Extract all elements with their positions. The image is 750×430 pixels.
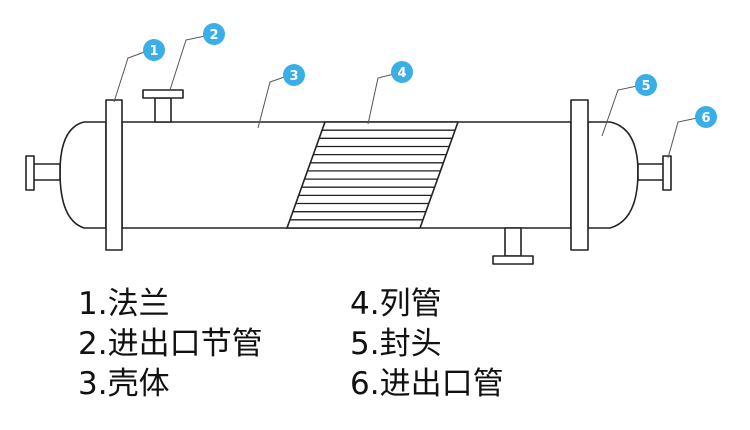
badge-circle (635, 74, 657, 96)
right-pipe (637, 163, 666, 181)
badge-number: 2 (209, 28, 218, 43)
legend-item-nozzle: 2.进出口节管 (78, 326, 263, 362)
badge-circle (391, 61, 413, 83)
tube-lines (289, 129, 456, 221)
badge-3: 3 (283, 64, 305, 86)
leader-1 (113, 49, 151, 103)
tube-bundle (286, 121, 459, 229)
badge-2: 2 (203, 23, 225, 45)
top-nozzle-flange (142, 89, 184, 99)
badge-circle (143, 39, 165, 61)
legend-item-head: 5.封头 (350, 326, 442, 362)
leader-3 (257, 74, 291, 129)
left-pipe-flange (25, 155, 35, 191)
legend-left: 1.法兰 2.进出口节管 3.壳体 (78, 284, 263, 404)
right-pipe-flange (662, 155, 672, 191)
badge-number: 5 (641, 79, 650, 94)
legend-item-tubes: 4.列管 (350, 286, 442, 322)
badge-number: 3 (289, 69, 298, 84)
heat-exchanger-diagram: 1 2 3 4 5 6 (25, 23, 717, 265)
leader-4 (367, 72, 399, 125)
legend-item-flange: 1.法兰 (78, 286, 170, 322)
badge-4: 4 (391, 61, 413, 83)
badge-circle (695, 106, 717, 128)
badge-circle (283, 64, 305, 86)
badge-5: 5 (635, 74, 657, 96)
badge-6: 6 (695, 106, 717, 128)
bottom-nozzle-pipe (504, 227, 522, 257)
badge-number: 6 (701, 111, 710, 126)
legend-item-pipe: 6.进出口管 (350, 366, 504, 402)
legend-item-shell: 3.壳体 (78, 366, 170, 402)
leader-5 (601, 84, 643, 137)
left-pipe (32, 163, 61, 181)
badge-number: 4 (397, 66, 406, 81)
badge-1: 1 (143, 39, 165, 61)
legend-right: 4.列管 5.封头 6.进出口管 (350, 284, 504, 404)
leader-2 (169, 34, 211, 91)
flange-left (105, 99, 123, 251)
bottom-nozzle-flange (492, 255, 534, 265)
badge-circle (203, 23, 225, 45)
right-head (587, 121, 639, 229)
flange-right (570, 99, 589, 251)
left-head (59, 121, 107, 229)
leader-6 (667, 116, 703, 159)
badge-number: 1 (149, 44, 158, 59)
top-nozzle-pipe (154, 97, 172, 123)
